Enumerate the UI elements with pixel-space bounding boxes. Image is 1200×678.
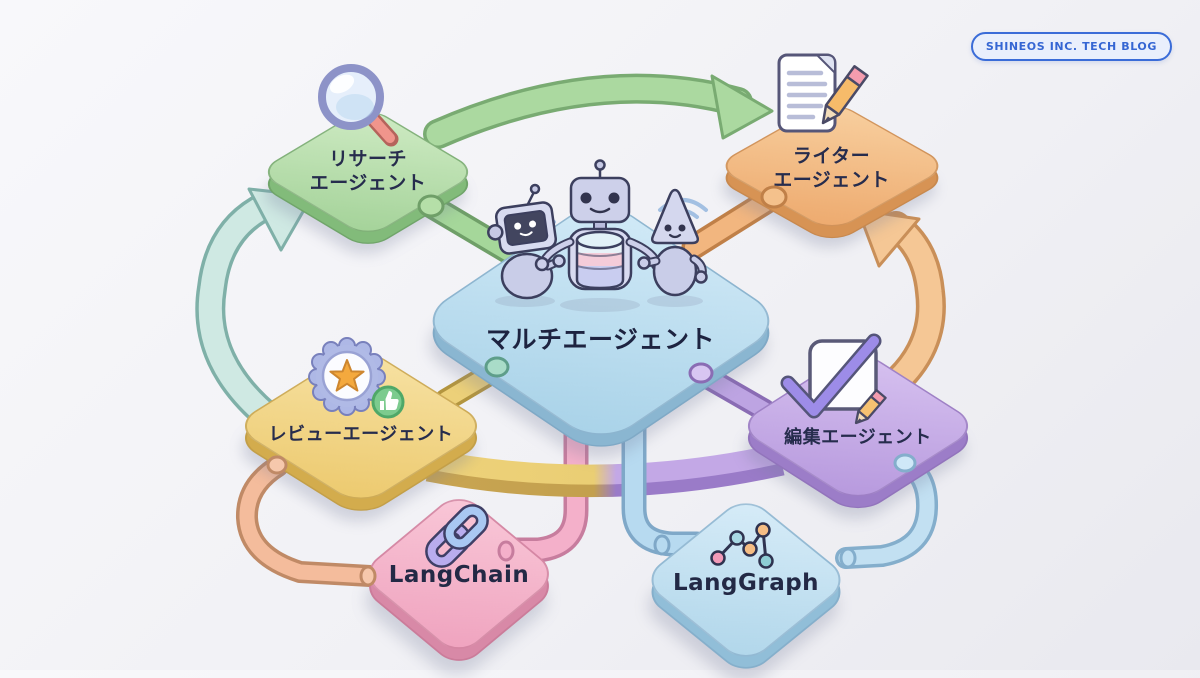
node-writer-agent: ライター エージェント <box>712 53 951 246</box>
node-review-label: レビューエージェント <box>268 424 454 445</box>
node-writer-label: ライター エージェント <box>773 145 890 192</box>
database-icon <box>575 230 625 290</box>
document-pencil-icon <box>771 51 876 143</box>
node-edit-agent: 編集エージェント <box>734 333 982 517</box>
node-langchain: LangChain <box>357 489 561 671</box>
checkbox-pencil-icon <box>774 331 904 441</box>
node-multi-agent: マルチエージェント <box>413 159 788 459</box>
graph-nodes-icon <box>704 510 784 572</box>
chain-link-icon <box>422 504 494 568</box>
node-langgraph-label: LangGraph <box>672 570 820 596</box>
node-review-agent: レビューエージェント <box>230 337 492 520</box>
node-research-agent: リサーチ エージェント <box>256 64 480 251</box>
blog-badge: SHINEOS INC. TECH BLOG <box>970 32 1172 61</box>
cone-robot <box>637 188 708 297</box>
pencil-icon <box>854 388 887 425</box>
ribbon-review-to-edit <box>425 443 785 498</box>
node-langgraph: LangGraph <box>639 493 853 678</box>
arrow-research-to-writer <box>423 73 774 149</box>
magnifier-icon <box>311 57 406 152</box>
pipe-multi-to-langgraph <box>621 415 710 557</box>
arrow-edit-to-writer <box>856 208 946 413</box>
pipe-review-to-langchain <box>236 455 381 587</box>
node-langchain-label: LangChain <box>388 562 530 588</box>
star-icon <box>329 359 365 392</box>
pipe-multi-to-langchain <box>492 415 589 563</box>
node-research-label: リサーチ エージェント <box>309 148 427 195</box>
thumbs-up-icon <box>371 385 405 419</box>
node-edit-label: 編集エージェント <box>784 427 932 448</box>
node-multi-label: マルチエージェント <box>485 325 715 354</box>
box-robot <box>487 183 566 300</box>
star-badge-thumbs-up-icon <box>301 332 409 424</box>
robots-icon <box>470 158 730 318</box>
rosette-badge <box>308 337 386 416</box>
